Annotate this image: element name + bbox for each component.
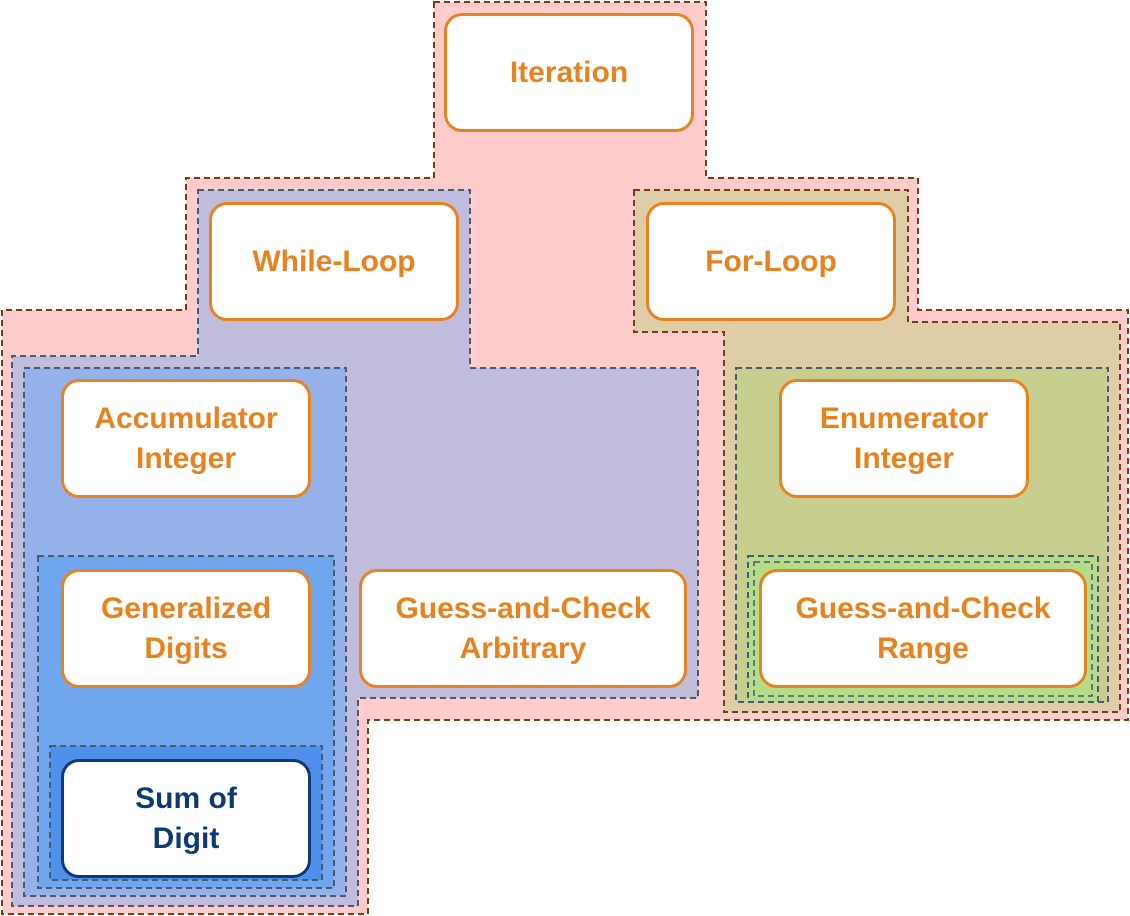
node-for-loop[interactable]: For-Loop <box>646 202 896 321</box>
node-generalized-digits[interactable]: Generalized Digits <box>61 569 311 688</box>
guess-check-range-inner-border <box>753 561 1093 697</box>
node-iteration[interactable]: Iteration <box>444 13 694 132</box>
node-while-loop[interactable]: While-Loop <box>209 202 459 321</box>
node-guess-check-range[interactable]: Guess-and-Check Range <box>759 569 1087 688</box>
node-accumulator-integer[interactable]: Accumulator Integer <box>61 379 311 498</box>
node-sum-of-digit[interactable]: Sum of Digit <box>61 759 311 878</box>
node-guess-check-arbitrary[interactable]: Guess-and-Check Arbitrary <box>359 569 687 688</box>
node-enumerator-integer[interactable]: Enumerator Integer <box>779 379 1029 498</box>
